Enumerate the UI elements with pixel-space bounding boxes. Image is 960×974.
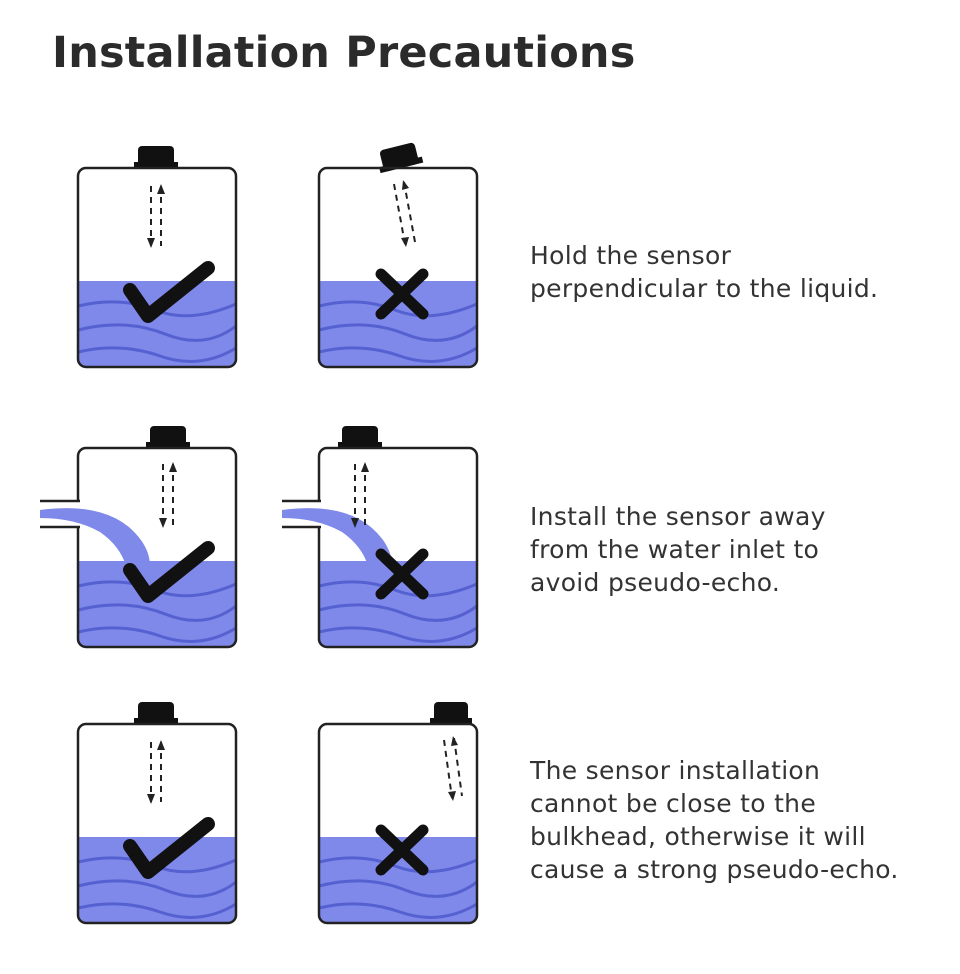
tank-outline (317, 166, 479, 369)
tank-outline (76, 446, 238, 649)
tank-correct (76, 146, 238, 369)
water-inlet-pipe (282, 499, 392, 566)
tank-outline (317, 722, 479, 925)
cross-icon (375, 824, 429, 876)
tank-outline (76, 166, 238, 369)
caption-bulkhead: The sensor installation cannot be close … (530, 756, 899, 884)
tank-wrong (317, 142, 479, 369)
water-stream (282, 508, 392, 566)
precaution-row-bulkhead: The sensor installation cannot be close … (0, 694, 960, 974)
row-1-diagram (76, 142, 479, 369)
cross-icon (375, 548, 429, 600)
cross-icon (375, 268, 429, 320)
check-icon (123, 541, 215, 603)
tank-outline (317, 446, 479, 649)
precaution-row-perpendicular: Hold the sensor perpendicular to the liq… (0, 138, 960, 418)
tank-wrong (282, 426, 479, 649)
caption-perpendicular: Hold the sensor perpendicular to the liq… (530, 241, 879, 303)
tank-correct (40, 426, 238, 649)
tank-wrong (317, 702, 479, 925)
water-stream (40, 508, 150, 566)
row-3-diagram (76, 702, 479, 925)
tank-correct (76, 702, 238, 925)
page-title: Installation Precautions (52, 28, 636, 78)
check-icon (123, 261, 215, 323)
precaution-row-water-inlet: Install the sensor away from the water i… (0, 418, 960, 698)
check-icon (123, 817, 215, 879)
water-inlet-pipe (40, 499, 150, 566)
tank-outline (76, 722, 238, 925)
caption-water-inlet: Install the sensor away from the water i… (530, 502, 826, 597)
row-2-diagram (40, 426, 479, 649)
